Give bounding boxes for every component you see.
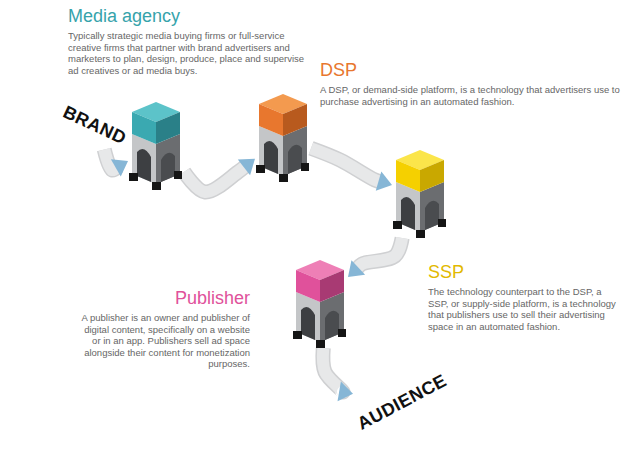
arch-foot: [293, 331, 302, 339]
arch-foot: [316, 340, 325, 348]
arrow-head: [238, 159, 255, 175]
road-edge: [357, 238, 402, 269]
road-edge: [184, 166, 246, 192]
road-connector: [184, 159, 255, 192]
arrow-head: [376, 171, 392, 190]
node-heading: Media agency: [68, 6, 308, 27]
arch-opening: [264, 141, 278, 174]
arch-cap-side: [420, 160, 444, 192]
arch-block: SSPThe technology counterpart to the DSP…: [392, 148, 448, 238]
node-description: The technology counterpart to the DSP, a…: [428, 286, 623, 332]
arch-foot: [256, 165, 265, 173]
arch-opening: [137, 149, 151, 182]
endpoint-label: BRAND: [60, 102, 130, 149]
arch-foot: [338, 329, 346, 337]
arch-opening: [288, 145, 302, 174]
node-description: A DSP, or demand-side platform, is a tec…: [320, 84, 620, 107]
arrow-head: [348, 260, 365, 277]
road-path: [357, 238, 402, 269]
arch-opening: [325, 311, 339, 340]
road-path: [323, 348, 343, 392]
node-heading: Publisher: [80, 288, 250, 309]
arch-cap-front: [396, 160, 420, 192]
road-path: [184, 166, 246, 192]
label-group: Publisher A publisher is an owner and pub…: [80, 288, 250, 370]
node-description: Typically strategic media buying firms o…: [68, 30, 308, 76]
arch-block: DSPA DSP, or demand-side platform, is a …: [255, 92, 311, 182]
node-description: A publisher is an owner and publisher of…: [80, 312, 250, 370]
arch-foot: [129, 173, 138, 181]
arch-foot: [393, 221, 402, 229]
endpoint-label-group: BRAND: [60, 102, 130, 149]
arch-block: PublisherA publisher is an owner and pub…: [292, 258, 348, 348]
road-path: [311, 148, 380, 181]
road-connector: [348, 238, 402, 277]
node-heading: DSP: [320, 60, 620, 81]
road-connector: [311, 148, 392, 190]
arch-opening: [425, 201, 439, 230]
arch-block: Media agencyTypically strategic media bu…: [128, 100, 184, 190]
arch-cap-side: [283, 104, 307, 136]
endpoint-label-group: AUDIENCE: [354, 370, 450, 434]
arch-foot: [416, 230, 425, 238]
arch-foot: [279, 174, 288, 182]
endpoint-box: BRAND: [59, 101, 132, 150]
arch-opening: [161, 153, 175, 182]
arch-illustration: [292, 258, 348, 348]
label-group: DSP A DSP, or demand-side platform, is a …: [320, 60, 620, 107]
arch-cap-front: [296, 270, 320, 302]
road-connector: [323, 348, 353, 401]
road-connector: [104, 150, 128, 177]
arch-cap-front: [259, 104, 283, 136]
arrow-head: [111, 159, 128, 176]
arch-foot: [174, 171, 182, 179]
arch-cap-side: [156, 112, 180, 144]
arch-foot: [301, 163, 309, 171]
arch-illustration: [392, 148, 448, 238]
arrow-head: [338, 381, 353, 401]
arch-foot: [438, 219, 446, 227]
label-group: Media agencyTypically strategic media bu…: [68, 6, 308, 76]
road-edge: [323, 348, 343, 392]
node-heading: SSP: [428, 262, 623, 283]
arch-opening: [401, 197, 415, 230]
arch-cap-side: [320, 270, 344, 302]
road-edge: [311, 148, 380, 181]
endpoint-label: AUDIENCE: [354, 370, 450, 434]
arch-foot: [152, 182, 161, 190]
arch-opening: [301, 307, 315, 340]
endpoint-box: AUDIENCE: [353, 369, 451, 435]
arch-illustration: [128, 100, 184, 190]
arch-cap-front: [132, 112, 156, 144]
label-group: SSP The technology counterpart to the DSP…: [428, 262, 623, 332]
arch-illustration: [255, 92, 311, 182]
